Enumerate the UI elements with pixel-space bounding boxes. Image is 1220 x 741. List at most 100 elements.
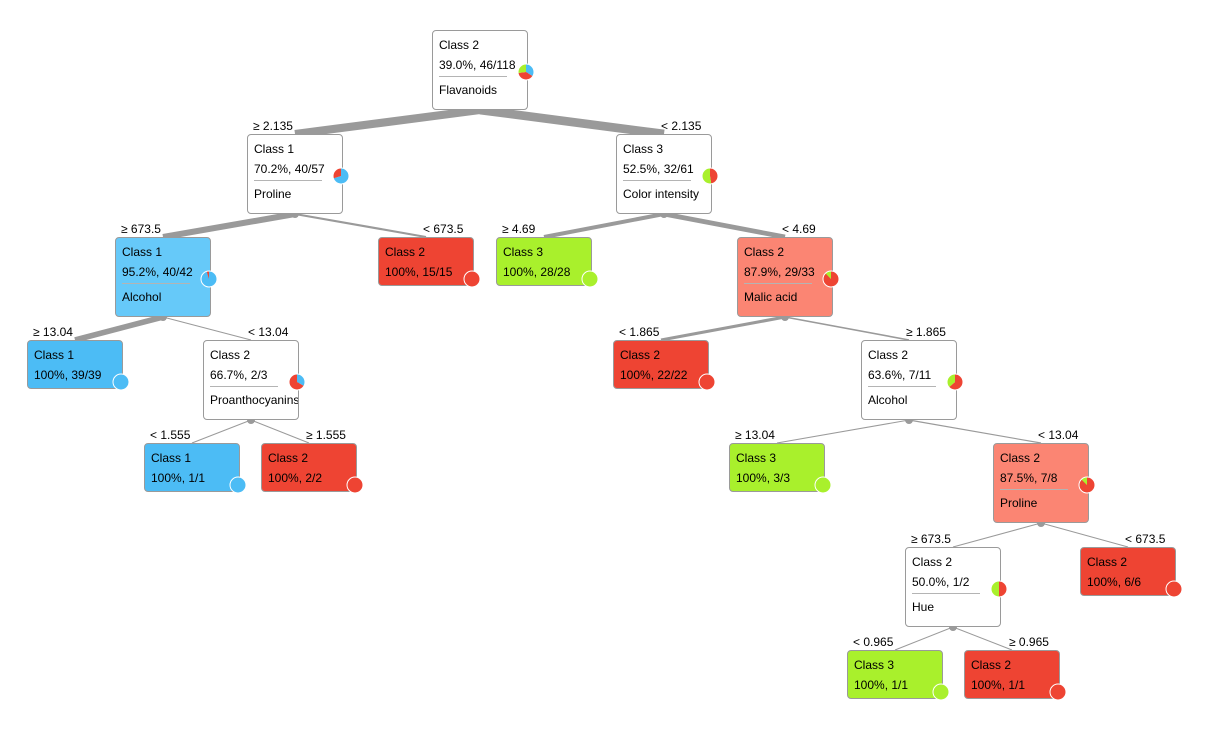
node-class-label: Class 1 [254, 142, 295, 156]
node-statistics: 100%, 22/22 [620, 368, 688, 382]
node-statistics: 100%, 1/1 [971, 678, 1026, 692]
node-divider [1000, 489, 1068, 490]
edge-n15-n18 [952, 626, 1013, 651]
pie-slice [1049, 683, 1067, 701]
class-distribution-pie [288, 373, 306, 391]
pie-slice [991, 581, 999, 597]
node-class-label: Class 2 [1087, 555, 1128, 569]
node-split-feature: Malic acid [744, 290, 798, 304]
node-statistics: 39.0%, 46/118 [439, 58, 516, 72]
edge-n3-n8 [162, 316, 252, 341]
tree-node-n9[interactable]: Class 2 100%, 22/22 [613, 340, 716, 391]
edge-n2-n6 [663, 211, 786, 240]
node-class-label: Class 2 [1000, 451, 1041, 465]
edge-n0-n2 [479, 105, 665, 139]
node-statistics: 100%, 15/15 [385, 265, 453, 279]
node-class-label: Class 2 [620, 348, 661, 362]
node-split-feature: Hue [912, 600, 935, 614]
edge-label: < 4.69 [782, 222, 816, 236]
edge-n6-n9 [660, 315, 786, 342]
node-statistics: 95.2%, 40/42 [122, 265, 193, 279]
node-statistics: 87.5%, 7/8 [1000, 471, 1058, 485]
pie-slice [581, 270, 599, 288]
class-distribution-pie [1049, 683, 1067, 701]
pie-slice [346, 476, 364, 494]
pie-slice [1081, 477, 1087, 485]
edge-label: < 0.965 [853, 635, 894, 649]
class-distribution-pie [112, 373, 130, 391]
node-split-feature: Alcohol [122, 290, 162, 304]
pie-slice [999, 581, 1007, 597]
node-statistics: 100%, 39/39 [34, 368, 102, 382]
edge-label: < 673.5 [423, 222, 464, 236]
class-distribution-pie [1165, 580, 1183, 598]
edge-label: ≥ 673.5 [911, 532, 951, 546]
edge-n10-n13 [776, 419, 910, 444]
pie-slice [932, 683, 950, 701]
node-class-label: Class 2 [971, 658, 1012, 672]
edge-label: < 2.135 [661, 119, 702, 133]
edge-label: ≥ 13.04 [33, 325, 73, 339]
edge-n10-n14 [908, 419, 1042, 444]
pie-slice [1165, 580, 1183, 598]
edge-label: < 13.04 [248, 325, 289, 339]
pie-slice [518, 64, 526, 74]
node-class-label: Class 1 [122, 245, 163, 259]
edge-n0-n1 [294, 105, 481, 139]
class-distribution-pie [332, 167, 350, 185]
pie-slice [814, 476, 832, 494]
node-split-feature: Flavanoids [439, 83, 498, 97]
edge-label: ≥ 1.555 [306, 428, 346, 442]
node-class-label: Class 2 [210, 348, 251, 362]
node-split-feature: Proline [1000, 496, 1038, 510]
pie-slice [948, 374, 963, 390]
edge-n8-n12 [250, 419, 310, 444]
node-divider [623, 180, 691, 181]
pie-slice [289, 374, 304, 390]
edge-label: < 1.865 [619, 325, 660, 339]
edge-label: < 673.5 [1125, 532, 1166, 546]
class-distribution-pie [814, 476, 832, 494]
class-distribution-pie [990, 580, 1008, 598]
edge-n3-n7 [74, 314, 164, 343]
node-split-feature: Proline [254, 187, 292, 201]
edge-n14-n15 [952, 522, 1042, 548]
tree-node-n18[interactable]: Class 2 100%, 1/1 [964, 650, 1067, 701]
pie-slice [112, 373, 130, 391]
node-class-label: Class 2 [439, 38, 480, 52]
node-divider [912, 593, 980, 594]
pie-slice [825, 271, 831, 279]
node-divider [439, 76, 507, 77]
node-class-label: Class 3 [503, 245, 544, 259]
edge-n1-n4 [294, 212, 427, 239]
edge-n1-n3 [162, 211, 296, 240]
edge-n2-n5 [543, 212, 665, 239]
node-statistics: 87.9%, 29/33 [744, 265, 815, 279]
node-statistics: 50.0%, 1/2 [912, 575, 970, 589]
tree-node-n16[interactable]: Class 2 100%, 6/6 [1080, 547, 1183, 598]
edge-label: ≥ 0.965 [1009, 635, 1049, 649]
node-statistics: 100%, 6/6 [1087, 575, 1142, 589]
node-class-label: Class 2 [912, 555, 953, 569]
class-distribution-pie [346, 476, 364, 494]
pie-slice [206, 271, 209, 279]
node-statistics: 100%, 2/2 [268, 471, 323, 485]
